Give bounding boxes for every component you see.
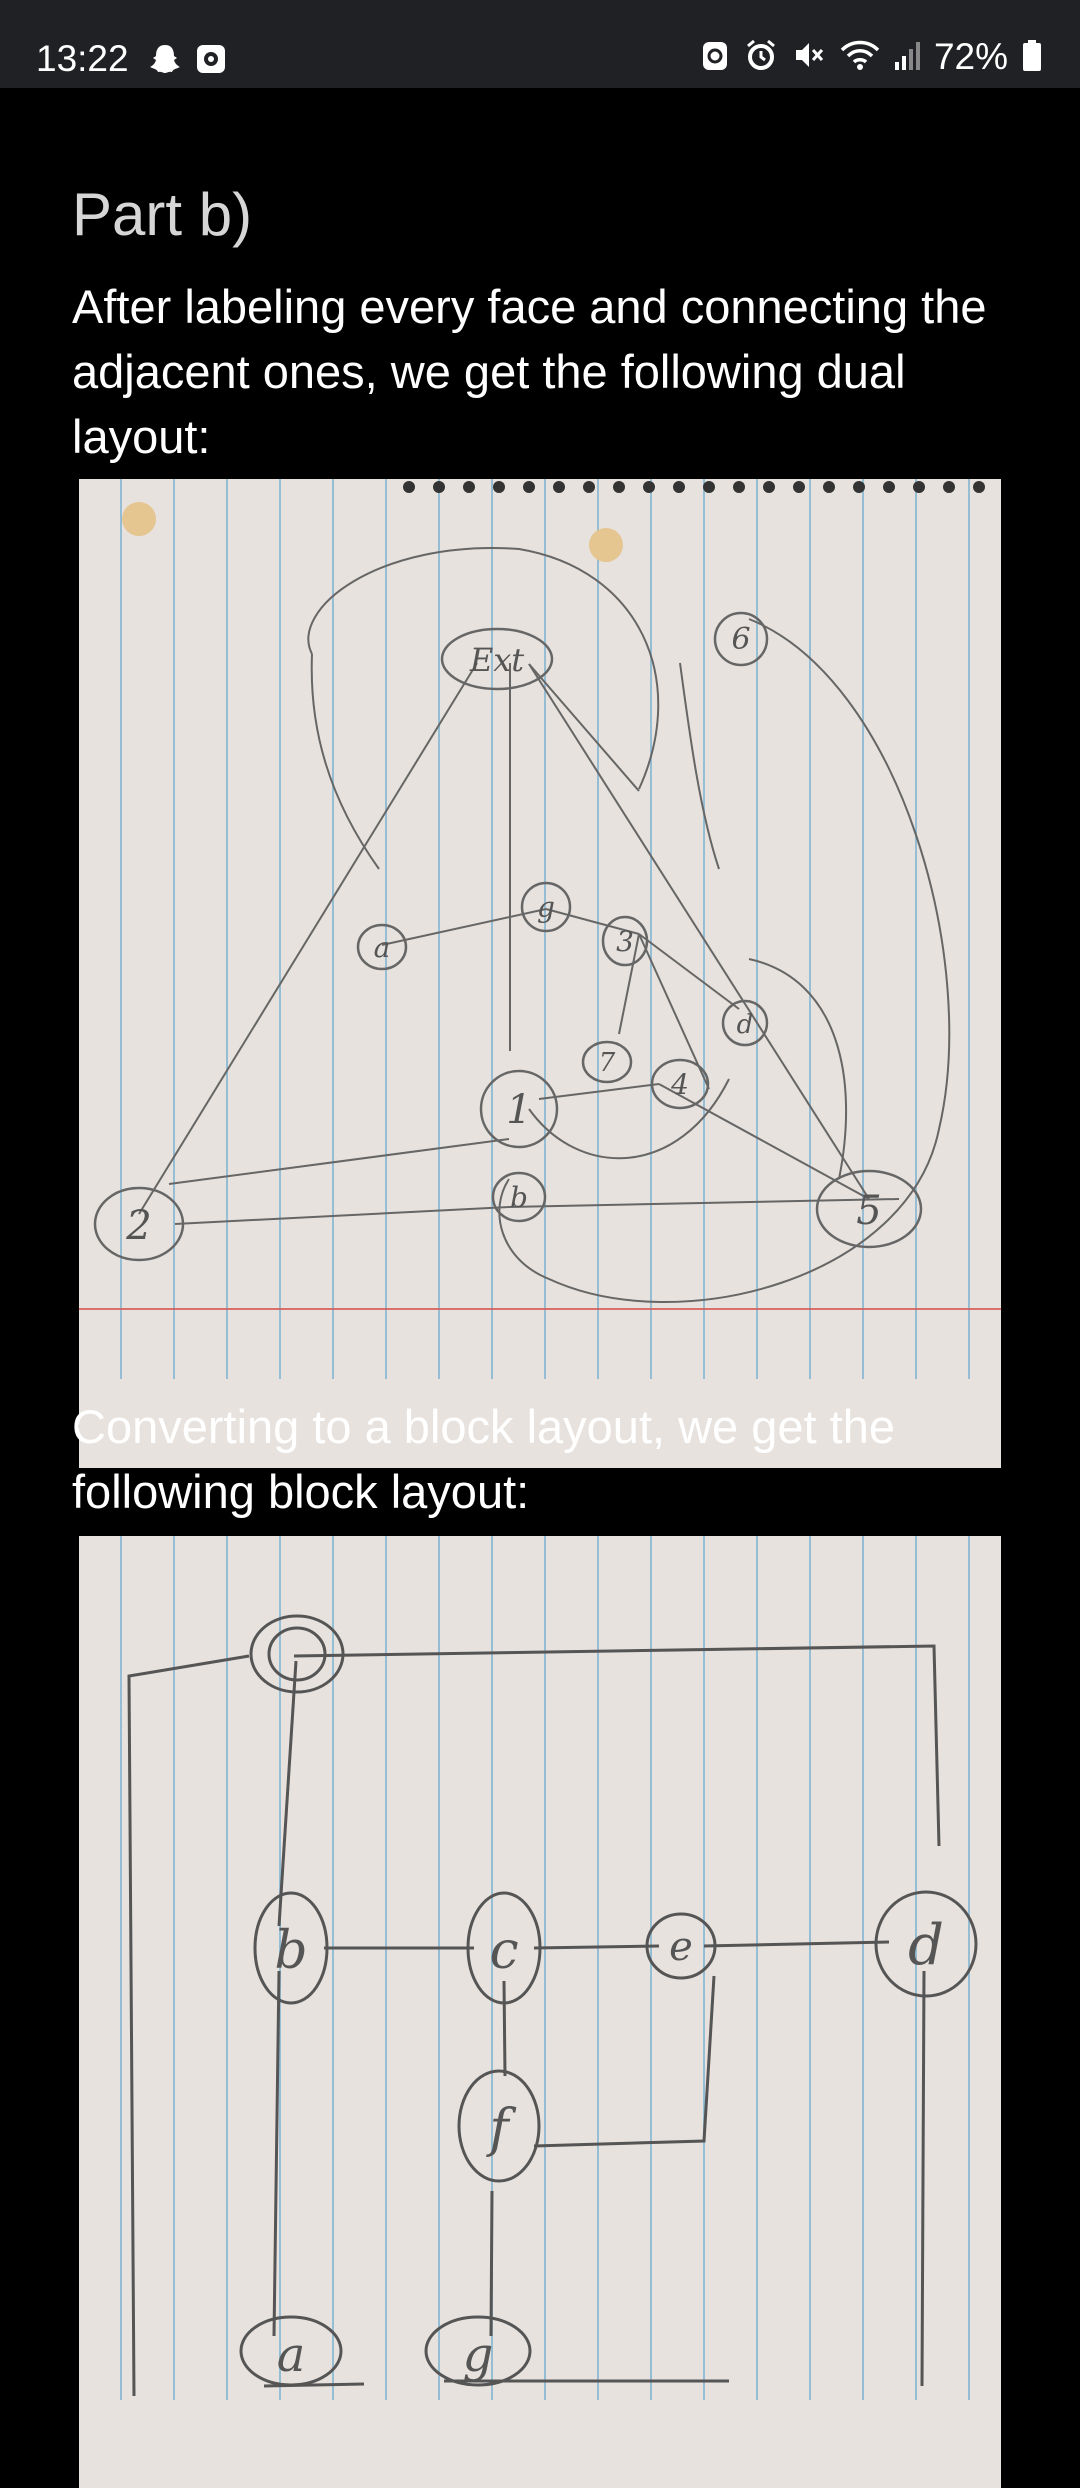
node-3-label: 3 [616, 925, 634, 958]
dual-graph-photo: Ext 6 a g 3 7 4 d 1 b 2 5 [79, 479, 1001, 1468]
data-saver-icon [700, 38, 730, 77]
node-5-label: 5 [856, 1188, 881, 1234]
block-e-label: e [669, 1924, 693, 1970]
node-2-label: 2 [125, 1203, 151, 1249]
snapchat-icon [148, 42, 182, 81]
paragraph-block-layout: Converting to a block layout, we get the… [72, 1400, 895, 1518]
node-6-label: 6 [731, 622, 750, 657]
signal-icon [894, 38, 920, 77]
section-heading: Part b) [72, 181, 253, 248]
block-layout-sketch: b c e d f a g [120, 1536, 978, 2400]
node-b-label: b [510, 1181, 528, 1214]
battery-percentage: 72% [933, 36, 1008, 77]
block-layout-photo: b c e d f a g [79, 1536, 1001, 2488]
node-ext-label: Ext [469, 641, 524, 679]
block-b-label: b [274, 1921, 307, 1981]
block-f-label: f [485, 2099, 516, 2159]
battery-icon [1022, 38, 1042, 77]
node-a-label: a [374, 931, 391, 964]
alarm-icon [744, 38, 778, 77]
status-bar: 13:22 [0, 0, 1080, 88]
document-content: Part b) After labeling every face and co… [0, 88, 1080, 2488]
node-4-label: 4 [670, 1068, 689, 1101]
block-a-label: a [277, 2327, 306, 2383]
node-g-label: g [537, 891, 555, 924]
mute-icon [792, 38, 826, 77]
status-time: 13:22 [36, 38, 129, 79]
dual-graph-sketch: Ext 6 a g 3 7 4 d 1 b 2 5 [79, 479, 1001, 1379]
block-g-label: g [463, 2327, 494, 2383]
node-7-label: 7 [599, 1048, 616, 1078]
block-d-label: d [908, 1913, 944, 1978]
status-right-icons: 72% [700, 36, 1042, 78]
node-d-label: d [737, 1010, 754, 1040]
block-c-label: c [489, 1921, 518, 1981]
status-left-icons [148, 42, 226, 81]
paragraph-dual-layout: After labeling every face and connecting… [72, 280, 987, 463]
app-notification-icon [196, 44, 226, 79]
node-1-label: 1 [506, 1087, 531, 1133]
wifi-icon [840, 38, 880, 77]
